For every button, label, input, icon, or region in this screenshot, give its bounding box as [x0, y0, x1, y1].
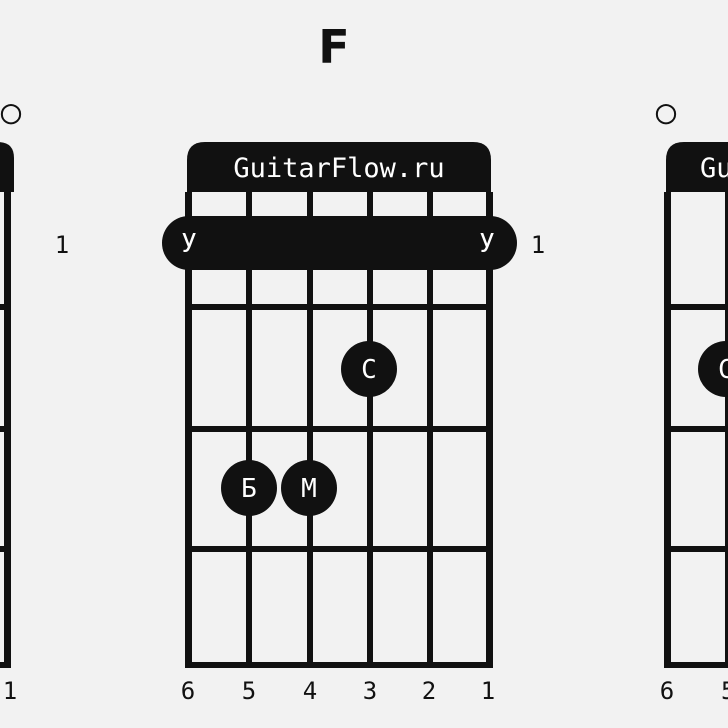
finger-dot-string4: [281, 460, 337, 516]
right-string-label-5: 5: [721, 677, 728, 705]
fret-number: 1: [531, 231, 545, 259]
right-fret-line: [666, 304, 728, 310]
barre-label-left: У: [181, 229, 197, 259]
right-site-label: Gu: [700, 153, 728, 184]
main-chord-diagram: GuitarFlow.ru У У 1 С Б М 6 5 4 3 2 1: [162, 142, 545, 705]
string-label-6: 6: [181, 677, 195, 705]
left-fret-line: [0, 304, 10, 310]
string-label-1: 1: [481, 677, 495, 705]
right-string-6: [664, 192, 671, 668]
finger-dot-label: Б: [241, 474, 257, 504]
site-label: GuitarFlow.ru: [233, 153, 444, 184]
barre-bar: [162, 216, 517, 270]
right-open-string-marker: ○: [656, 92, 677, 132]
right-fret-line: [666, 662, 728, 668]
diagram-header-bar: [187, 142, 491, 192]
right-fret-line: [666, 426, 728, 432]
chord-title: F: [318, 20, 350, 74]
fret-line: [187, 304, 491, 310]
left-chord-diagram: ○ 1 1: [0, 92, 69, 705]
finger-dot-string5: [221, 460, 277, 516]
string-5: [246, 192, 252, 668]
string-4: [307, 192, 313, 668]
fret-line: [187, 426, 491, 432]
string-label-3: 3: [363, 677, 377, 705]
string-label-4: 4: [303, 677, 317, 705]
right-string-5: [725, 192, 728, 668]
right-string-label-6: 6: [660, 677, 674, 705]
right-header-bar: [666, 142, 728, 192]
string-1: [486, 192, 493, 668]
fret-line: [187, 662, 491, 668]
left-fret-line: [0, 546, 10, 552]
left-fret-number: 1: [55, 231, 69, 259]
right-finger-dot-label: С: [718, 355, 728, 385]
string-label-2: 2: [422, 677, 436, 705]
string-6: [185, 192, 192, 668]
barre-label-right: У: [479, 229, 495, 259]
string-label-5: 5: [242, 677, 256, 705]
finger-dot-string3: [341, 341, 397, 397]
left-header-bar: [0, 142, 14, 192]
right-chord-diagram: ○ Gu С 6 5: [656, 92, 728, 705]
string-3: [367, 192, 373, 668]
left-fret-line: [0, 426, 10, 432]
string-2: [427, 192, 433, 668]
right-fret-line: [666, 546, 728, 552]
fret-line: [187, 546, 491, 552]
left-fret-line: [0, 662, 10, 668]
finger-dot-label: М: [301, 474, 317, 504]
finger-dot-label: С: [361, 355, 377, 385]
left-open-string-marker: ○: [1, 92, 22, 132]
left-string-label: 1: [3, 677, 17, 705]
right-finger-dot: [698, 341, 728, 397]
